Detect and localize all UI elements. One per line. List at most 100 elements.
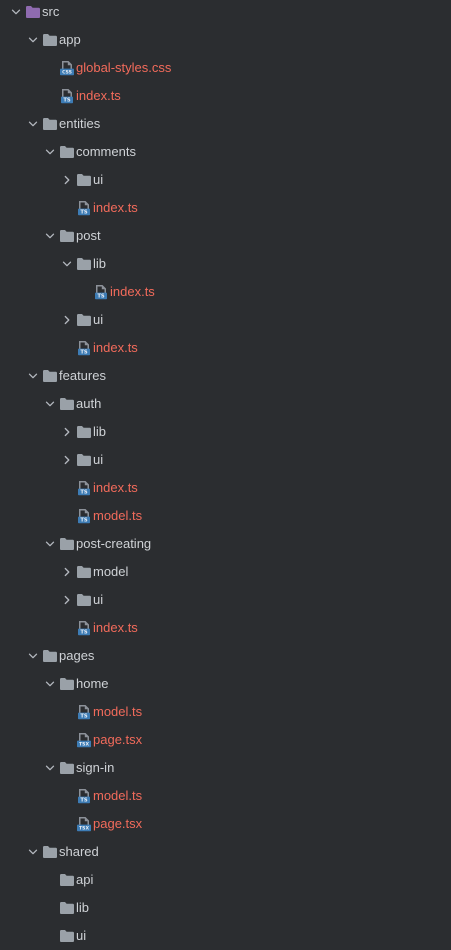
tsx-file-icon: TSX [76, 816, 92, 832]
tree-folder-row[interactable]: api [0, 866, 451, 894]
tree-folder-row[interactable]: pages [0, 642, 451, 670]
folder-name: post-creating [76, 536, 152, 551]
tree-folder-row[interactable]: src [0, 0, 451, 26]
tree-folder-row[interactable]: ui [0, 586, 451, 614]
chevron-down-icon[interactable] [25, 368, 41, 384]
folder-name: ui [93, 452, 104, 467]
folder-name: lib [76, 900, 90, 915]
svg-text:TSX: TSX [79, 826, 89, 832]
chevron-right-icon[interactable] [59, 452, 75, 468]
ts-file-icon: TS [76, 704, 92, 720]
chevron-right-icon[interactable] [59, 424, 75, 440]
file-name: model.ts [93, 508, 143, 523]
chevron-down-icon[interactable] [42, 536, 58, 552]
folder-icon [42, 368, 58, 384]
folder-icon [59, 900, 75, 916]
chevron-down-icon[interactable] [42, 228, 58, 244]
folder-icon [76, 312, 92, 328]
folder-name: auth [76, 396, 102, 411]
tree-folder-row[interactable]: home [0, 670, 451, 698]
chevron-right-icon[interactable] [59, 564, 75, 580]
ts-file-icon: TS [76, 200, 92, 216]
file-name: page.tsx [93, 732, 143, 747]
ts-file-icon: TS [76, 620, 92, 636]
tree-folder-row[interactable]: entities [0, 110, 451, 138]
file-name: model.ts [93, 704, 143, 719]
tree-folder-row[interactable]: lib [0, 418, 451, 446]
tree-folder-row[interactable]: auth [0, 390, 451, 418]
folder-icon [76, 564, 92, 580]
tree-folder-row[interactable]: lib [0, 894, 451, 922]
chevron-right-icon[interactable] [59, 172, 75, 188]
folder-icon [42, 116, 58, 132]
chevron-right-icon[interactable] [59, 592, 75, 608]
tree-folder-row[interactable]: shared [0, 838, 451, 866]
tsx-file-icon: TSX [76, 732, 92, 748]
ts-file-icon: TS [76, 340, 92, 356]
ts-file-icon: TS [76, 788, 92, 804]
chevron-down-icon[interactable] [42, 396, 58, 412]
folder-icon [42, 648, 58, 664]
folder-name: comments [76, 144, 136, 159]
chevron-down-icon[interactable] [42, 676, 58, 692]
folder-name: post [76, 228, 101, 243]
folder-icon [76, 592, 92, 608]
chevron-down-icon[interactable] [25, 844, 41, 860]
tree-folder-row[interactable]: model [0, 558, 451, 586]
tree-file-row[interactable]: TS index.ts [0, 614, 451, 642]
file-name: model.ts [93, 788, 143, 803]
file-name: global-styles.css [76, 60, 172, 75]
chevron-down-icon[interactable] [25, 32, 41, 48]
folder-icon [42, 844, 58, 860]
folder-name: home [76, 676, 109, 691]
folder-name: src [42, 4, 60, 19]
folder-name: ui [93, 592, 104, 607]
chevron-down-icon[interactable] [8, 4, 24, 20]
folder-name: entities [59, 116, 101, 131]
chevron-down-icon[interactable] [59, 256, 75, 272]
tree-file-row[interactable]: CSS global-styles.css [0, 54, 451, 82]
tree-folder-row[interactable]: comments [0, 138, 451, 166]
tree-folder-row[interactable]: post [0, 222, 451, 250]
chevron-down-icon[interactable] [42, 760, 58, 776]
tree-folder-row[interactable]: ui [0, 922, 451, 950]
tree-folder-row[interactable]: ui [0, 446, 451, 474]
chevron-down-icon[interactable] [25, 648, 41, 664]
ts-file-icon: TS [76, 480, 92, 496]
chevron-right-icon[interactable] [59, 312, 75, 328]
chevron-down-icon[interactable] [42, 144, 58, 160]
folder-icon [59, 396, 75, 412]
tree-folder-row[interactable]: post-creating [0, 530, 451, 558]
svg-text:TS: TS [80, 630, 88, 636]
file-name: index.ts [93, 620, 138, 635]
source-root-folder-icon [25, 4, 41, 20]
folder-icon [76, 452, 92, 468]
file-name: index.ts [93, 480, 138, 495]
ts-file-icon: TS [76, 508, 92, 524]
folder-name: features [59, 368, 106, 383]
tree-folder-row[interactable]: sign-in [0, 754, 451, 782]
svg-text:CSS: CSS [62, 70, 72, 76]
svg-text:TS: TS [80, 210, 88, 216]
tree-folder-row[interactable]: ui [0, 306, 451, 334]
tree-folder-row[interactable]: features [0, 362, 451, 390]
tree-folder-row[interactable]: app [0, 26, 451, 54]
tree-folder-row[interactable]: lib [0, 250, 451, 278]
folder-name: sign-in [76, 760, 115, 775]
folder-icon [76, 256, 92, 272]
chevron-down-icon[interactable] [25, 116, 41, 132]
folder-name: app [59, 32, 81, 47]
folder-icon [59, 228, 75, 244]
tree-folder-row[interactable]: ui [0, 166, 451, 194]
svg-text:TS: TS [63, 98, 71, 104]
